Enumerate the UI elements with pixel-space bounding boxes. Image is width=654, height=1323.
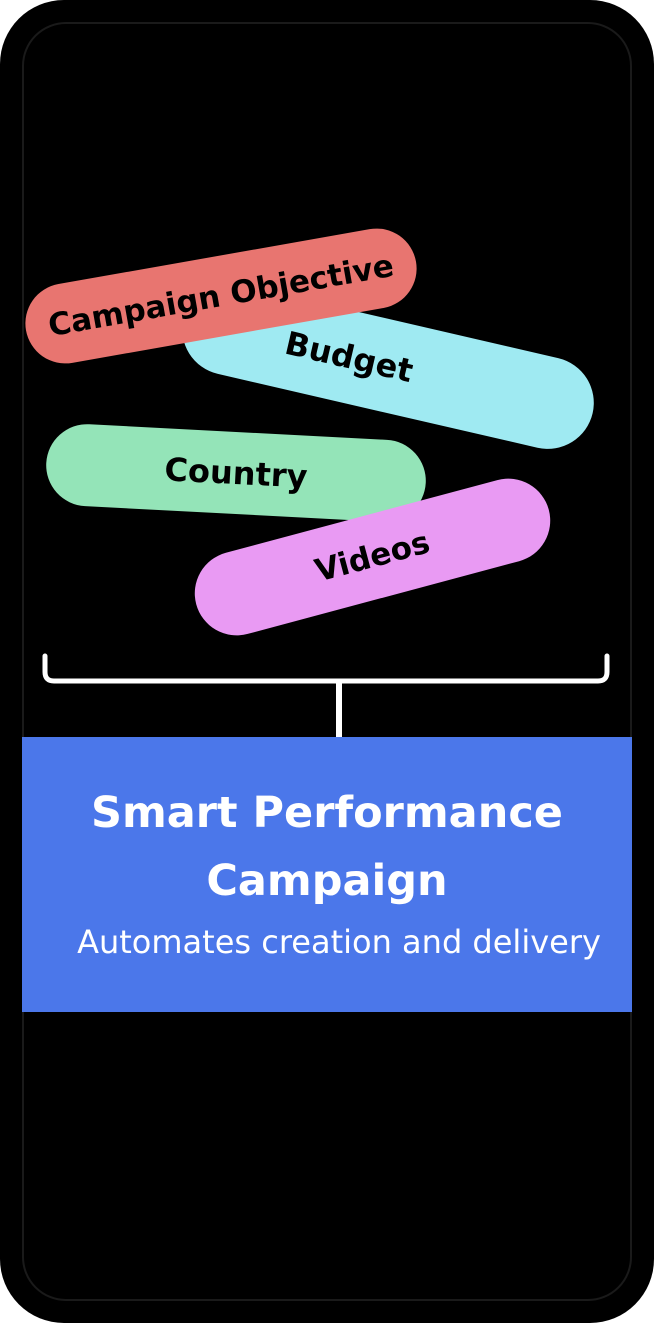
input-pill-label: Budget <box>281 323 417 391</box>
result-title: Smart Performance Campaign <box>91 779 563 915</box>
smart-performance-campaign-box: Smart Performance Campaign Automates cre… <box>22 737 632 1012</box>
phone-screen <box>22 22 632 1301</box>
input-pill-label: Country <box>163 450 309 496</box>
result-title-line: Smart Performance <box>91 787 563 838</box>
input-pill-label: Videos <box>311 524 434 590</box>
result-subtitle: Automates creation and delivery <box>77 922 601 961</box>
result-title-line: Campaign <box>206 855 448 906</box>
